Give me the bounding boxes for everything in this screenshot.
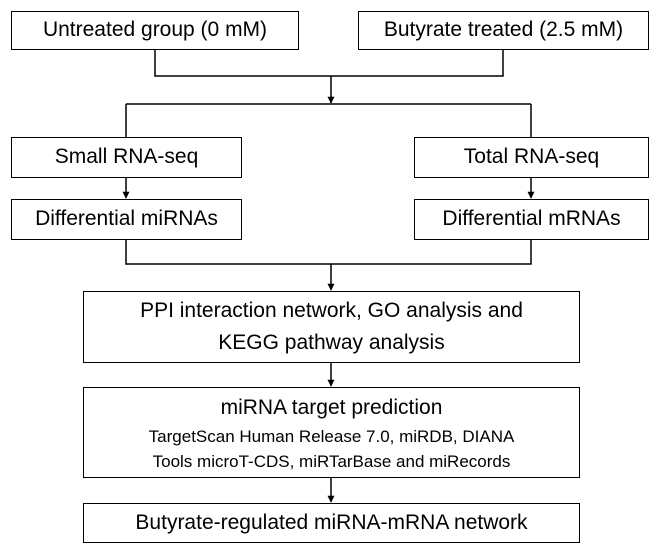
analysis-line-2: KEGG pathway analysis	[218, 331, 445, 354]
untreated-group-box: Untreated group (0 mM)	[11, 11, 299, 50]
small-rna-seq-box: Small RNA-seq	[11, 137, 242, 178]
untreated-group-label: Untreated group (0 mM)	[42, 18, 268, 42]
prediction-tools-line-1: TargetScan Human Release 7.0, miRDB, DIA…	[148, 426, 515, 446]
differential-mirnas-label: Differential miRNAs	[35, 207, 218, 231]
connector-mirnas-merge	[125, 240, 331, 265]
differential-mirnas-box: Differential miRNAs	[11, 199, 242, 240]
mirna-mrna-network-box: Butyrate-regulated miRNA-mRNA network	[83, 503, 580, 543]
connector-untreated-merge	[154, 50, 331, 77]
differential-mrnas-box: Differential mRNAs	[414, 199, 649, 240]
mirna-target-prediction-box: miRNA target prediction TargetScan Human…	[83, 387, 580, 478]
prediction-title: miRNA target prediction	[220, 395, 443, 419]
butyrate-treated-box: Butyrate treated (2.5 mM)	[358, 11, 649, 50]
butyrate-treated-label: Butyrate treated (2.5 mM)	[383, 18, 624, 42]
ppi-go-kegg-analysis-box: PPI interaction network, GO analysis and…	[83, 291, 580, 363]
connector-treated-merge	[331, 50, 504, 77]
total-rna-seq-box: Total RNA-seq	[414, 137, 649, 178]
differential-mrnas-label: Differential mRNAs	[442, 207, 621, 231]
connector-mrnas-merge	[331, 240, 532, 265]
prediction-tools-line-2: Tools microT-CDS, miRTarBase and miRecor…	[152, 451, 511, 471]
network-label: Butyrate-regulated miRNA-mRNA network	[135, 510, 528, 534]
small-rna-seq-label: Small RNA-seq	[54, 145, 199, 169]
total-rna-seq-label: Total RNA-seq	[463, 145, 600, 169]
analysis-line-1: PPI interaction network, GO analysis and	[140, 299, 523, 322]
